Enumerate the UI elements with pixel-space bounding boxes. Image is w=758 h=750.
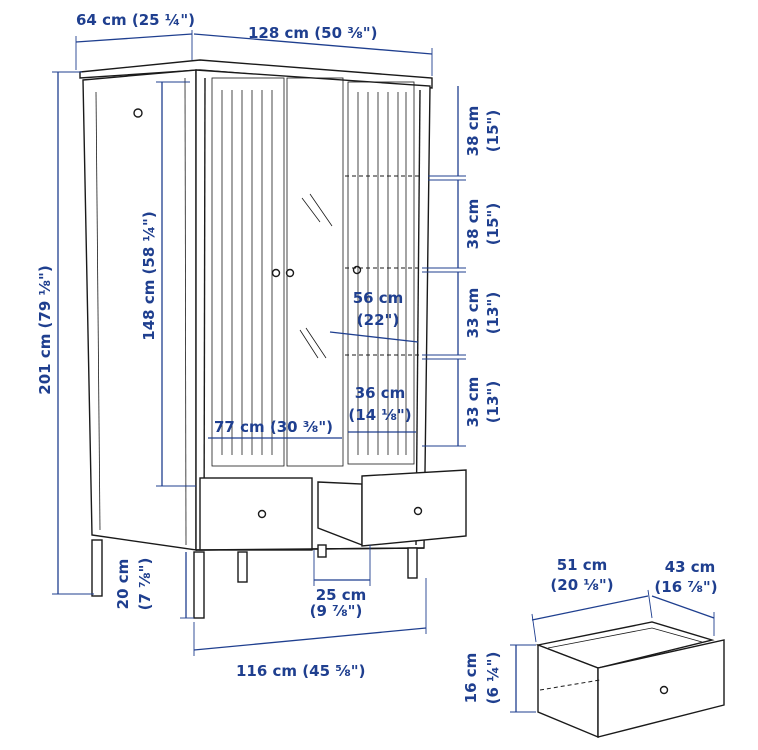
left-door xyxy=(211,77,285,467)
shelves xyxy=(345,175,420,356)
dimension-labels: 64 cm (25 ¼") 128 cm (50 ⅜") 201 cm (79 … xyxy=(36,11,718,704)
dimension-lines xyxy=(52,30,715,713)
leg-spacing-metric: 25 cm xyxy=(316,586,367,604)
shelf-gap-2-metric: 38 cm xyxy=(464,199,482,250)
drawer-depth-metric: 43 cm xyxy=(665,558,716,576)
shelf-gap-4-imperial: (13") xyxy=(484,381,502,423)
mirror-door xyxy=(285,77,344,467)
leg-front-left xyxy=(193,551,205,619)
total-height-label: 201 cm (79 ⅛") xyxy=(36,265,54,394)
drawer-height-imperial: (6 ¼") xyxy=(484,652,502,705)
drawer-drawing xyxy=(535,621,725,739)
wardrobe-drawing xyxy=(79,59,467,619)
drawer-depth-imperial: (16 ⅞") xyxy=(654,578,717,596)
open-drawer-front xyxy=(361,469,467,547)
right-door xyxy=(347,81,415,465)
shelf-gap-2-imperial: (15") xyxy=(484,203,502,245)
width-label: 128 cm (50 ⅜") xyxy=(248,24,377,42)
shelf-gap-3-imperial: (13") xyxy=(484,292,502,334)
drawer-width-imperial: (20 ⅛") xyxy=(550,576,613,594)
leg-height-imperial: (7 ⅞") xyxy=(136,558,154,611)
drawer-height-metric: 16 cm xyxy=(462,653,480,704)
shelf-width-imperial: (14 ⅛") xyxy=(348,406,411,424)
shelf-depth-metric: 56 cm xyxy=(353,289,404,307)
leg-right xyxy=(407,547,418,579)
left-drawer xyxy=(199,477,313,551)
drawer-width-metric: 51 cm xyxy=(557,556,608,574)
shelf-width-metric: 36 cm xyxy=(355,384,406,402)
leg-mid-left xyxy=(237,551,248,583)
leg-height-metric: 20 cm xyxy=(114,559,132,610)
leg-mid xyxy=(317,544,327,558)
rail-width-label: 77 cm (30 ⅜") xyxy=(214,418,333,436)
inner-height-label: 148 cm (58 ¼") xyxy=(140,211,158,340)
shelf-gap-4-metric: 33 cm xyxy=(464,377,482,428)
shelf-depth-imperial: (22") xyxy=(357,311,399,329)
leg-back-left xyxy=(91,539,103,597)
depth-label: 64 cm (25 ¼") xyxy=(76,11,195,29)
leg-spacing-imperial: (9 ⅞") xyxy=(310,602,363,620)
shelf-gap-3-metric: 33 cm xyxy=(464,288,482,339)
base-width-label: 116 cm (45 ⅝") xyxy=(236,662,365,680)
shelf-gap-1-metric: 38 cm xyxy=(464,106,482,157)
shelf-gap-1-imperial: (15") xyxy=(484,110,502,152)
